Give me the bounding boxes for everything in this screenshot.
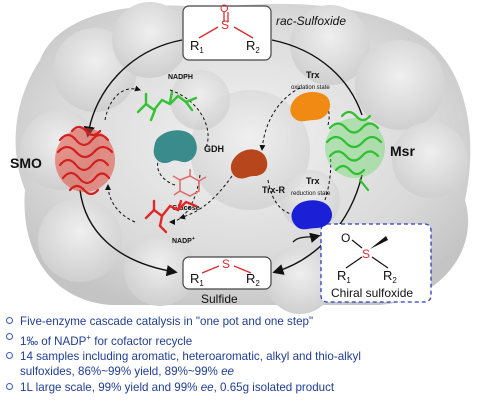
summary-bullets: Five-enzyme cascade catalysis in "one po… [6, 314, 476, 395]
bullet-continuation: sulfoxides, 86%~99% yield, 89%~99% ee [20, 364, 476, 380]
bullet-em: ee [200, 380, 214, 394]
sulfide-r1: R1 [190, 271, 204, 288]
sulfide-label: Sulfide [201, 292, 238, 306]
bullet-text-post: , 0.65g isolated product [213, 380, 335, 394]
chiral-sulfoxide-label: Chiral sulfoxide [331, 286, 413, 300]
chiral-r1: R1 [337, 268, 351, 285]
bullet-text-post: for cofactor recycle [91, 334, 193, 348]
nadp-plus-label: NADP+ [172, 236, 195, 245]
rac-sulfoxide-o: O [220, 3, 229, 15]
glucose-label: Glucose [172, 205, 200, 212]
bullet-marker [6, 382, 13, 390]
trx-r-enzyme [230, 149, 268, 179]
gdh-label: GDH [204, 144, 224, 154]
rac-sulfoxide-r2: R2 [246, 38, 260, 55]
bullet-marker [6, 351, 13, 359]
msr-label: Msr [390, 143, 415, 159]
trx-oxidized-enzyme [290, 92, 331, 122]
nadph-molecule [136, 90, 198, 122]
glucose-molecule [172, 169, 207, 197]
trx-reduced-label: Trx [306, 176, 320, 186]
trx-oxidized-label: Trx [306, 70, 320, 80]
chiral-s: S [362, 247, 370, 261]
bullet-cont-em: ee [221, 365, 234, 379]
bullet-marker [6, 317, 13, 324]
sulfide-r2: R2 [246, 271, 260, 288]
nadp-plus-molecule [144, 199, 198, 234]
trx-reduced-state: reduction state [291, 191, 331, 197]
smo-enzyme [55, 125, 115, 196]
bullet-item: Five-enzyme cascade catalysis in "one po… [6, 314, 476, 330]
rac-sulfoxide-label: rac-Sulfoxide [276, 14, 346, 28]
bullet-cont-text: sulfoxides, 86%~99% yield, 89%~99% [20, 365, 222, 379]
rac-sulfoxide-box: O S R1 R2 [182, 3, 272, 61]
trx-reduced-enzyme [291, 200, 333, 230]
bullet-marker [6, 332, 13, 340]
bullet-sup: + [86, 332, 92, 342]
bullet-text-pre: 1L large scale, 99% yield and 99% [20, 380, 201, 394]
chiral-o: O [341, 231, 350, 245]
sulfide-s: S [222, 257, 230, 271]
chiral-r2: R2 [383, 268, 397, 285]
smo-label: SMO [10, 155, 42, 171]
msr-enzyme [325, 110, 385, 192]
bullet-item: 1L large scale, 99% yield and 99% ee, 0.… [6, 380, 476, 396]
bullet-text-pre: 1‰ of NADP [20, 334, 87, 348]
bullet-item: 1‰ of NADP+ for cofactor recycle [6, 330, 476, 349]
trx-r-label: Trx-R [262, 185, 286, 195]
nadph-label: NADPH [168, 74, 193, 81]
sulfide-box: S R1 R2 [182, 256, 272, 290]
protein-surface-background [15, 2, 471, 314]
bullet-item: 14 samples including aromatic, heteroaro… [6, 349, 476, 380]
trx-oxidized-state: oxidation state [291, 85, 330, 91]
chiral-sulfoxide-box: O S R1 R2 Chiral sulfoxide [292, 223, 432, 303]
bullet-text: Five-enzyme cascade catalysis in "one po… [20, 315, 314, 328]
rac-sulfoxide-r1: R1 [190, 38, 204, 55]
bullet-text: 14 samples including aromatic, heteroaro… [20, 349, 361, 363]
rac-sulfoxide-s: S [221, 18, 229, 32]
gdh-enzyme [153, 130, 197, 164]
